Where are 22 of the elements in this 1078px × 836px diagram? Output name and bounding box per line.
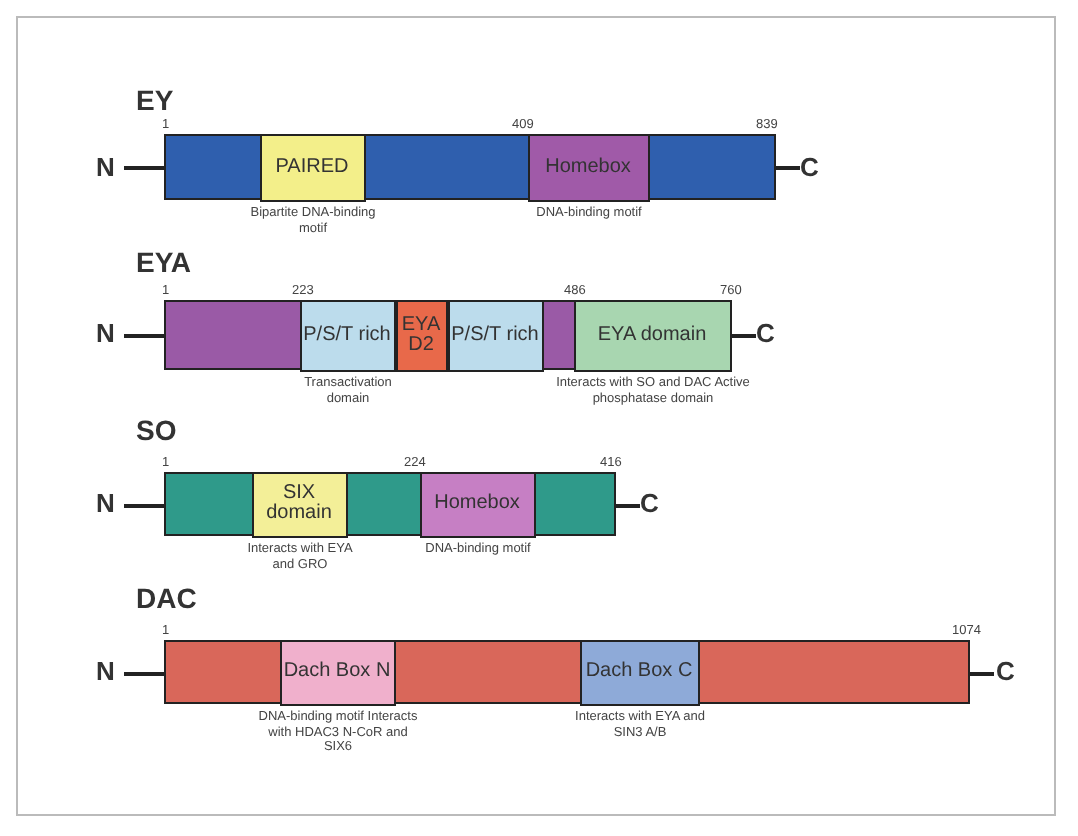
terminus-label: N xyxy=(96,488,115,518)
protein-name: EYA xyxy=(136,246,192,278)
domain-segment: Dach Box N xyxy=(279,639,395,705)
domain-segment: Dach Box C xyxy=(579,639,699,705)
domain-segment: EYA domain xyxy=(573,299,731,371)
domain-segment: EYA D2 xyxy=(395,299,447,371)
terminus-label: N xyxy=(96,152,115,182)
protein-name: EY xyxy=(136,84,174,116)
protein-name: DAC xyxy=(136,582,197,614)
terminus-label: C xyxy=(996,656,1015,686)
domain-segment: P/S/T rich xyxy=(447,299,543,371)
terminus-label: C xyxy=(800,152,819,182)
terminus-label: N xyxy=(96,318,115,348)
domain-segment: P/S/T rich xyxy=(299,299,395,371)
domain-segment: Homebox xyxy=(419,471,535,537)
terminus-label: C xyxy=(756,318,775,348)
protein-name: SO xyxy=(136,414,177,446)
domain-segment: Homebox xyxy=(527,133,649,201)
terminus-label: N xyxy=(96,656,115,686)
domain-segment: PAIRED xyxy=(259,133,365,201)
domain-segment: SIX domain xyxy=(251,471,347,537)
terminus-label: C xyxy=(640,488,659,518)
